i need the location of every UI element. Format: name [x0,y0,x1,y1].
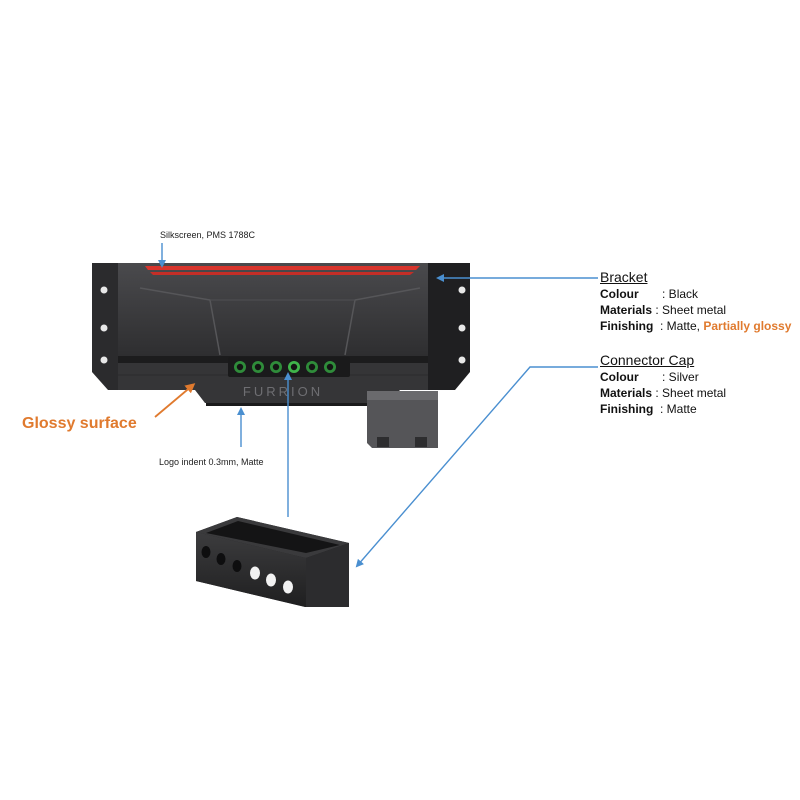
silkscreen-stripes [145,266,420,275]
cap-finishing-value: : Matte [660,402,697,416]
bracket-materials-row: Materials : Sheet metal [600,302,791,318]
glossy-surface-label: Glossy surface [22,415,137,432]
bracket-finishing-value: : Matte, [660,319,704,333]
cap-finishing-row: Finishing : Matte [600,401,726,417]
bracket-finishing-row: Finishing : Matte, Partially glossy [600,318,791,334]
cap-materials-value: : Sheet metal [655,386,727,400]
cap-colour-value: : Silver [662,370,699,384]
bracket-holes [100,286,466,364]
bracket-colour-row: Colour : Black [600,286,791,302]
housing-top [118,263,428,356]
bracket-materials-value: : Sheet metal [655,303,727,317]
connector-cap-spec: Connector Cap Colour : Silver Materials … [600,351,726,417]
glossy-arrow [154,383,196,418]
main-device: FURRION [92,263,470,448]
connector-cap-title: Connector Cap [600,352,695,368]
logo-indent-label: Logo indent 0.3mm, Matte [159,457,264,467]
silkscreen-label: Silkscreen, PMS 1788C [160,230,256,240]
cap-colour-label: Colour [600,370,639,384]
attached-connector-cap [367,391,438,448]
cap-finishing-label: Finishing [600,402,654,416]
connector-cap-detail [196,517,349,607]
device-logo: FURRION [243,384,323,399]
connector-pins [234,361,336,373]
housing-lower [118,363,428,403]
bracket-spec: Bracket Colour : Black Materials : Sheet… [600,268,791,334]
bracket-colour-value: : Black [662,287,699,301]
cap-materials-row: Materials : Sheet metal [600,385,726,401]
cap-colour-row: Colour : Silver [600,369,726,385]
bracket-finishing-highlight: Partially glossy [703,319,792,333]
cap-arrow [355,366,598,568]
cap-holes [201,546,293,594]
bracket-materials-label: Materials [600,303,653,317]
bracket-finishing-label: Finishing [600,319,654,333]
bracket-colour-label: Colour [600,287,639,301]
bracket-title: Bracket [600,269,648,285]
cap-materials-label: Materials [600,386,653,400]
bottom-tab [206,403,385,406]
callout-arrows [154,243,598,568]
